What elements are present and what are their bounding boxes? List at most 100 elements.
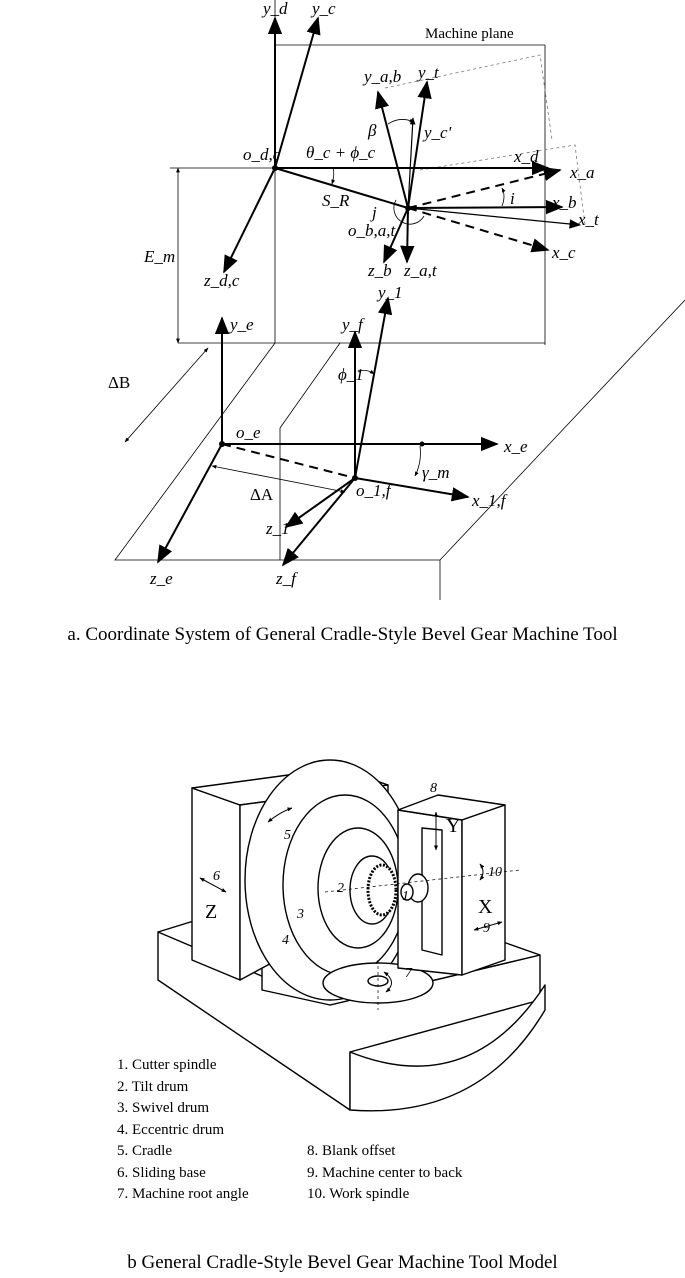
theta-arc: [331, 167, 336, 185]
workhead-top: [397, 794, 506, 821]
legend-item: 1. Cutter spindle: [117, 1057, 217, 1073]
legend-item: 2. Tilt drum: [117, 1078, 189, 1095]
delta-a-dimension: [211, 464, 346, 494]
cutter-origin-dot: [405, 205, 411, 211]
column-side: [239, 784, 389, 981]
xe-dot: [419, 441, 425, 447]
callout-8: 8: [430, 781, 437, 796]
legend-item: 8. Blank offset: [307, 1143, 396, 1159]
label-delta-a: ΔA: [250, 485, 274, 504]
label-machine-plane: Machine plane: [425, 26, 514, 42]
oe-dot: [219, 441, 225, 447]
label-zdc: z_d,c: [203, 271, 240, 290]
frame-obat: [375, 80, 582, 264]
label-o1f: o_1,f: [356, 481, 393, 500]
label-i: i: [510, 189, 515, 208]
callout-3: 3: [296, 907, 304, 922]
i-arc: [501, 187, 506, 207]
label-yab: y_a,b: [362, 67, 401, 86]
spindle-rotation-arrow: [479, 863, 485, 881]
work-spindle: [407, 873, 429, 903]
delta-b-dimension: [124, 347, 209, 443]
callout-4: 4: [282, 933, 289, 948]
axis-letter-y: Y: [446, 815, 460, 837]
base-top: [157, 899, 541, 1006]
callout-1: 1: [402, 889, 409, 904]
label-xd: x_d: [513, 147, 539, 166]
label-gamma: γ_m: [422, 463, 449, 482]
callout-7: 7: [405, 966, 413, 981]
beta-arc: [387, 118, 415, 125]
work-table: [322, 962, 434, 1004]
cutter-head: [366, 863, 398, 917]
legend-right: 8. Blank offset 9. Machine center to bac…: [307, 1141, 462, 1206]
work-table-hole: [367, 975, 389, 987]
label-j: j: [370, 203, 377, 222]
legend-left: 1. Cutter spindle 2. Tilt drum 3. Swivel…: [117, 1055, 249, 1206]
label-em: E_m: [143, 247, 175, 266]
label-phi1: ϕ_1: [338, 365, 364, 384]
label-y1: y_1: [376, 283, 403, 302]
work-spindle-nose: [400, 883, 414, 901]
em-dimension: [170, 167, 275, 344]
workhead-side: [461, 804, 506, 976]
frame-oe: [157, 316, 499, 564]
label-xb: x_b: [551, 193, 577, 212]
label-xc: x_c: [551, 243, 576, 262]
phi1-arc: [357, 369, 375, 375]
z-arrow: [199, 877, 227, 893]
label-obat: o_b,a,t: [348, 221, 397, 240]
column-top: [191, 767, 389, 806]
caption-b: b General Cradle-Style Bevel Gear Machin…: [127, 1252, 558, 1273]
label-yc: y_c: [310, 0, 336, 18]
tool-plane: [384, 54, 586, 226]
label-delta-b: ΔB: [108, 373, 130, 392]
root-angle-arrow: [383, 971, 392, 993]
workhead-front: [397, 809, 463, 976]
tilt-drum: [349, 855, 395, 925]
callout-5: 5: [284, 828, 291, 843]
label-ye: y_e: [228, 315, 254, 334]
label-sr: S_R: [322, 191, 350, 210]
legend-item: 9. Machine center to back: [307, 1164, 463, 1181]
label-ze: z_e: [149, 569, 173, 588]
label-zf: z_f: [275, 569, 298, 588]
axis-letter-z: Z: [205, 901, 217, 923]
j-arc: [393, 199, 425, 225]
legend-item: 4. Eccentric drum: [117, 1121, 225, 1138]
base-right-arc: [349, 984, 546, 1112]
legend-item: 6. Sliding base: [117, 1164, 206, 1181]
label-z1: z_1: [265, 519, 290, 538]
frame-o1f: [281, 296, 470, 567]
label-beta: β: [367, 121, 377, 140]
swivel-drum: [317, 827, 399, 949]
x-arrow: [473, 921, 503, 931]
callout-10: 10: [488, 865, 502, 880]
label-yf: y_f: [340, 315, 365, 334]
legend-item: 5. Cradle: [117, 1143, 172, 1159]
axis-letter-x: X: [478, 896, 493, 918]
label-odc: o_d,c: [243, 145, 281, 164]
coordinate-system-diagram: Machine plane y_d y_c o_d,c θ_c + ϕ_c x_…: [108, 0, 685, 600]
workhead-slot: [421, 827, 443, 956]
label-zat: z_a,t: [403, 261, 438, 280]
label-oe: o_e: [236, 423, 261, 442]
label-yc-prime: y_c': [422, 123, 452, 142]
frame-odc: [223, 16, 550, 274]
label-xa: x_a: [569, 163, 595, 182]
label-theta-phi: θ_c + ϕ_c: [306, 143, 376, 162]
legend-item: 10. Work spindle: [307, 1186, 410, 1202]
work-axis-dashed: [324, 869, 521, 893]
eccentric-drum: [282, 794, 408, 976]
label-x1f: x_1,f: [471, 491, 508, 510]
caption-a: a. Coordinate System of General Cradle-S…: [67, 624, 618, 645]
label-yt: y_t: [416, 63, 440, 82]
callout-9: 9: [483, 921, 490, 936]
o1f-dot: [352, 475, 358, 481]
odc-dot: [272, 165, 278, 171]
legend-item: 7. Machine root angle: [117, 1186, 249, 1202]
column-front: [191, 787, 241, 981]
legend-item: 3. Swivel drum: [117, 1100, 210, 1116]
cradle-rotation-arrow: [267, 807, 293, 823]
callout-2: 2: [337, 881, 344, 896]
